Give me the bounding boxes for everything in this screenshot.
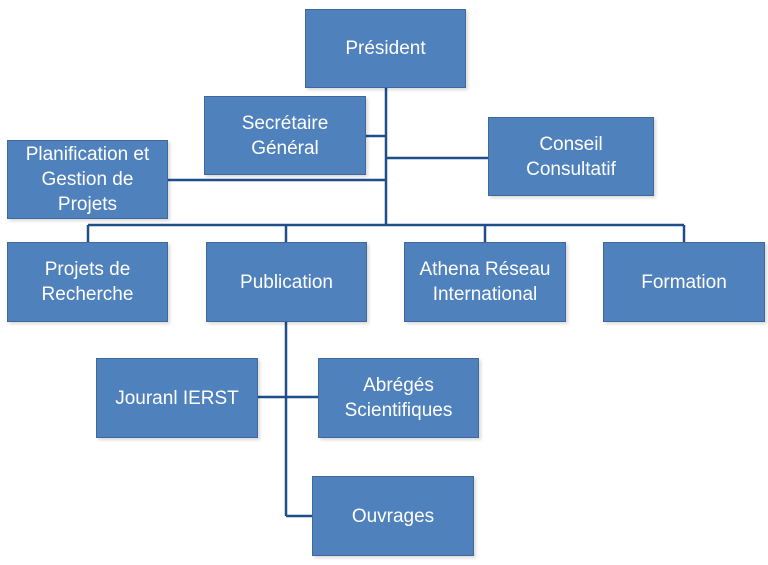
- node-formation: Formation: [603, 242, 765, 322]
- node-conseil-consultatif: Conseil Consultatif: [488, 117, 654, 196]
- node-ouvrages: Ouvrages: [312, 476, 474, 556]
- node-planification-gestion-projets: Planification et Gestion de Projets: [7, 140, 168, 219]
- node-journal-ierst: Jouranl IERST: [96, 358, 258, 438]
- node-abreges-scientifiques: Abrégés Scientifiques: [318, 358, 479, 438]
- node-secretaire-general: Secrétaire Général: [204, 96, 366, 175]
- node-projets-de-recherche: Projets de Recherche: [7, 242, 168, 322]
- node-president: Président: [305, 9, 466, 88]
- node-athena-reseau-international: Athena Réseau International: [404, 242, 566, 322]
- node-publication: Publication: [206, 242, 367, 322]
